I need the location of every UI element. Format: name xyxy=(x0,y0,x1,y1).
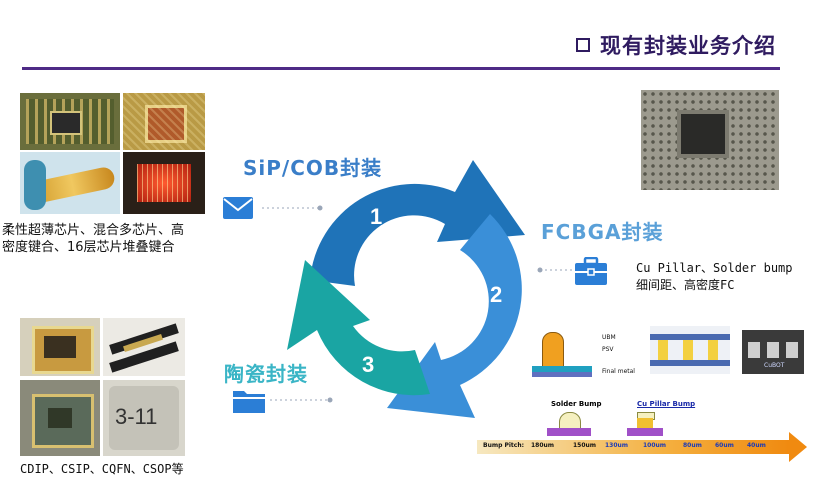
bump-pitch-label: Bump Pitch: xyxy=(483,442,525,449)
ceramic-photo-marking: 3-11 xyxy=(115,404,158,429)
cycle-number-1: 1 xyxy=(370,204,382,229)
cubot-photo: CuBOT xyxy=(742,330,804,374)
cu-pillar-bump-label: Cu Pillar Bump xyxy=(637,400,696,408)
ceramic-desc: CDIP、CSIP、CQFN、CSOP等 xyxy=(20,461,250,478)
pitch-130: 130um xyxy=(605,442,629,449)
ubm-label: UBM xyxy=(602,334,616,341)
fcbga-desc-line-2: 细间距、高密度FC xyxy=(636,278,735,292)
briefcase-icon xyxy=(575,257,607,285)
pitch-150: 150um xyxy=(573,442,597,449)
ceramic-title: 陶瓷封装 xyxy=(224,362,308,386)
pitch-180: 180um xyxy=(531,442,555,449)
pitch-80: 80um xyxy=(683,442,702,449)
cycle-segment-1 xyxy=(310,160,525,286)
bump-pitch-chart: Solder Bump Cu Pillar Bump Bump Pitch: 1… xyxy=(477,398,807,472)
csop-photo: 3-11 xyxy=(103,380,185,456)
pillar-array-photo xyxy=(650,326,730,374)
sip-cob-desc: 柔性超薄芯片、混合多芯片、高 密度键合、16层芯片堆叠键合 xyxy=(2,222,232,256)
fcbga-desc-line-1: Cu Pillar、Solder bump xyxy=(636,261,793,275)
csip-photo xyxy=(103,318,185,376)
final-metal-label: Final metal xyxy=(602,368,635,375)
cdip-photo xyxy=(20,318,100,376)
cycle-number-2: 2 xyxy=(490,282,502,307)
page-title: 现有封装业务介绍 xyxy=(576,30,776,60)
envelope-icon xyxy=(223,197,253,219)
fcbga-title: FCBGA封装 xyxy=(541,220,664,244)
pitch-60: 60um xyxy=(715,442,734,449)
checkbox-square-icon xyxy=(576,38,590,52)
psv-label: PSV xyxy=(602,346,614,353)
flexible-chip-photo xyxy=(20,152,120,214)
stacked-die-photo xyxy=(123,152,205,214)
cycle-number-3: 3 xyxy=(362,352,374,377)
solder-bump-label: Solder Bump xyxy=(551,400,602,408)
cycle-diagram: 1 2 3 xyxy=(287,160,525,418)
folder-icon xyxy=(233,391,265,413)
cqfn-photo xyxy=(20,380,100,456)
sip-cob-desc-line-1: 柔性超薄芯片、混合多芯片、高 xyxy=(2,223,185,238)
pitch-100: 100um xyxy=(643,442,667,449)
sip-cob-title: SiP/COB封装 xyxy=(243,156,383,180)
cob-wirebond-photo xyxy=(123,93,205,150)
pitch-40: 40um xyxy=(747,442,766,449)
bump-cross-section: UBM PSV Final metal xyxy=(528,328,638,380)
header-divider xyxy=(22,67,780,70)
sip-cob-desc-line-2: 密度键合、16层芯片堆叠键合 xyxy=(2,240,175,255)
fcbga-desc: Cu Pillar、Solder bump 细间距、高密度FC xyxy=(636,260,816,294)
sip-board-photo xyxy=(20,93,120,150)
fcbga-substrate-photo xyxy=(641,90,779,190)
page-title-text: 现有封装业务介绍 xyxy=(600,34,776,58)
cubot-label: CuBOT xyxy=(764,362,785,369)
ceramic-desc-line-1: CDIP、CSIP、CQFN、CSOP等 xyxy=(20,462,184,476)
cycle-segment-3 xyxy=(287,260,430,396)
